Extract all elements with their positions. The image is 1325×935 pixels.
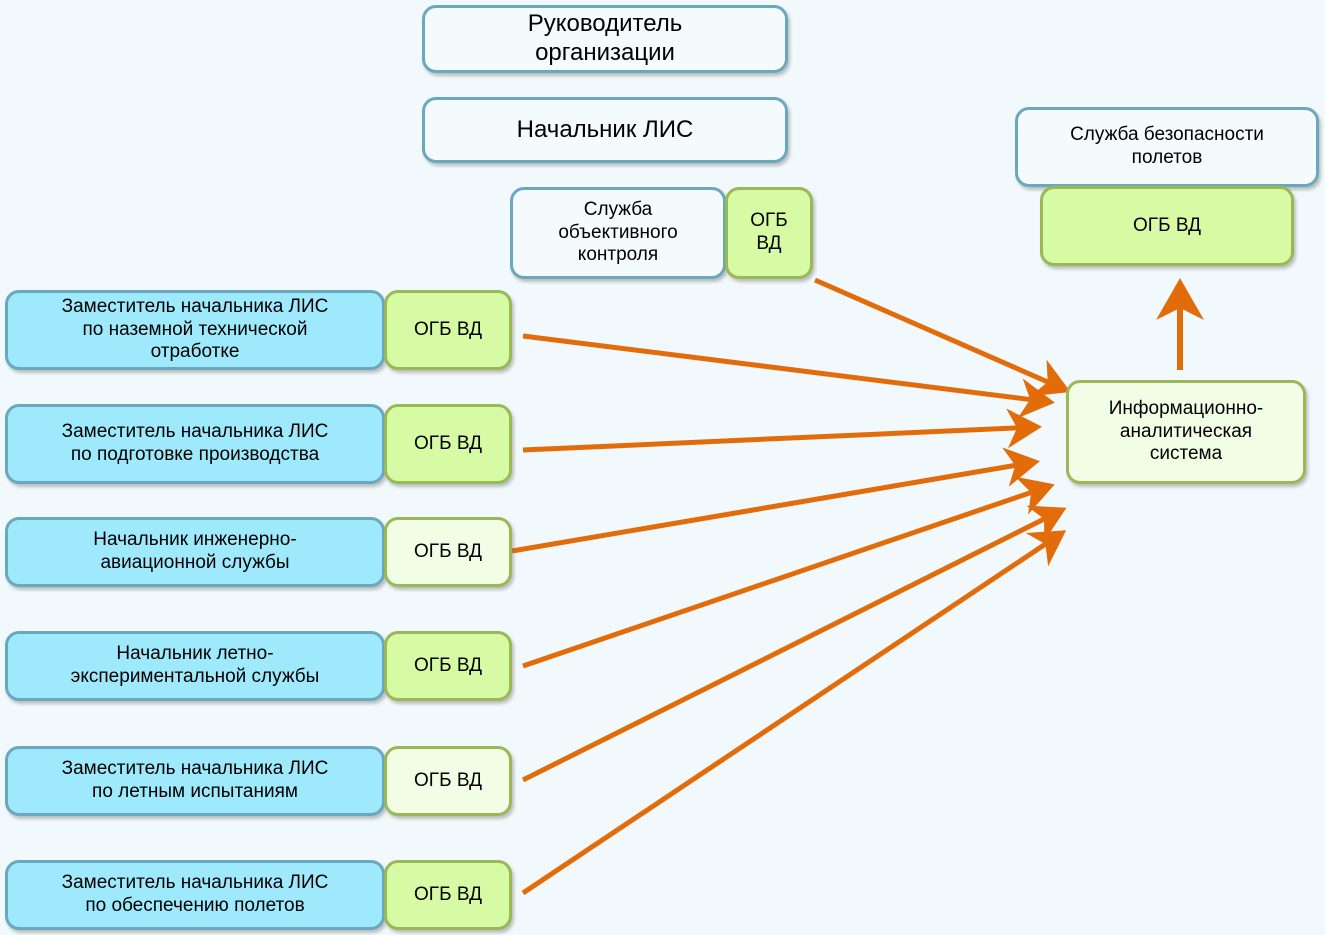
arrow-dept-6-to-ias xyxy=(521,530,1067,896)
flight-safety-ogb-box: ОГБ ВД xyxy=(1040,186,1294,266)
department-box: Заместитель начальника ЛИС по подготовке… xyxy=(5,404,385,484)
arrow-dept-1-to-ias xyxy=(522,333,1055,419)
department-ogb-box: ОГБ ВД xyxy=(384,290,512,370)
arrow-dept-5-to-ias xyxy=(521,505,1067,783)
arrow-dept-2-to-ias xyxy=(522,408,1042,453)
department-box: Начальник инженерно- авиационной службы xyxy=(5,517,385,587)
head-of-lis-box: Начальник ЛИС xyxy=(422,97,788,163)
head-of-organization-box: Руководитель организации xyxy=(422,5,788,73)
objective-control-ogb-box: ОГБ ВД xyxy=(725,187,813,279)
flight-safety-service-box: Служба безопасности полетов xyxy=(1015,107,1319,187)
department-ogb-box: ОГБ ВД xyxy=(384,517,512,587)
department-box: Заместитель начальника ЛИС по обеспечени… xyxy=(5,860,385,930)
department-ogb-box: ОГБ ВД xyxy=(384,746,512,816)
department-ogb-box: ОГБ ВД xyxy=(384,631,512,701)
department-ogb-box: ОГБ ВД xyxy=(384,860,512,930)
department-box: Заместитель начальника ЛИС по летным исп… xyxy=(5,746,385,816)
department-box: Заместитель начальника ЛИС по наземной т… xyxy=(5,290,385,370)
arrow-dept-3-to-ias xyxy=(511,447,1040,554)
arrow-objective-control-to-ias xyxy=(813,277,1071,397)
department-box: Начальник летно- экспериментальной служб… xyxy=(5,631,385,701)
arrow-dept-4-to-ias xyxy=(522,476,1055,669)
department-ogb-box: ОГБ ВД xyxy=(384,404,512,484)
information-analytical-system-box: Информационно- аналитическая система xyxy=(1066,380,1306,484)
objective-control-box: Служба объективного контроля xyxy=(510,187,726,279)
